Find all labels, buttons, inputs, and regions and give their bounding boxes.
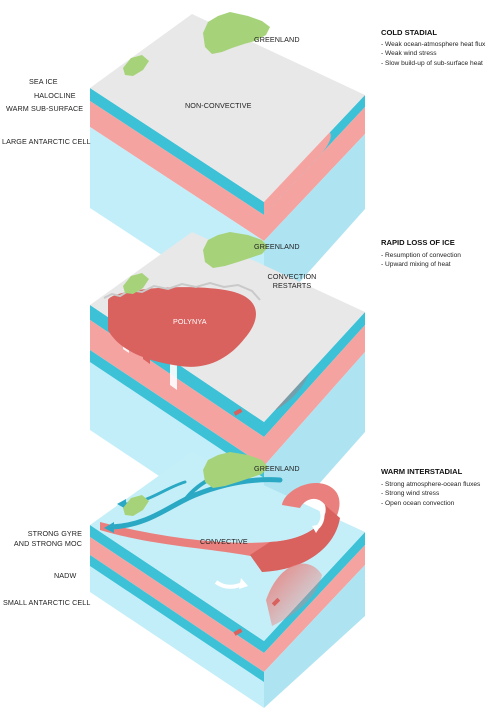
small-arrow [271,597,281,607]
bullet-item: Strong atmosphere-ocean fluxes [381,480,480,489]
label-restarts: RESTARTS [272,281,312,290]
bullet-item: Resumption of convection [381,251,461,260]
greenland-landmass [203,232,268,268]
label-nadw: NADW [54,571,77,580]
bullet-item: Weak wind stress [381,49,485,58]
label-strong-gyre: STRONG GYRE [27,529,82,538]
coast-landmass [123,273,149,294]
bullet-item: Strong wind stress [381,489,480,498]
label-halocline: HALOCLINE [34,91,76,100]
bullet-item: Upward mixing of heat [381,260,461,269]
bullet-item: Weak ocean-atmosphere heat flux [381,40,485,49]
panel-title-cold-stadial: COLD STADIAL [381,28,437,37]
label-warm-subsurface: WARM SUB-SURFACE [6,104,84,113]
ice-edge-jagged [103,281,261,301]
panel-title-rapid-loss: RAPID LOSS OF ICE [381,238,455,247]
label-polynya: POLYNYA [173,317,207,326]
label-sea-ice: SEA ICE [29,77,58,86]
coast-landmass [123,55,149,76]
label-strong-moc: AND STRONG MOC [13,539,82,548]
front-face [90,525,264,708]
bullet-item: Slow build-up of sub-surface heat [381,59,485,68]
gyre-arrow-right-head [312,524,322,533]
current-arrow-head [104,522,114,533]
right-face [264,95,365,322]
label-greenland: GREENLAND [254,464,300,473]
warm-gyre-current [100,482,340,557]
label-convection: CONVECTION [267,272,317,281]
small-arrow [233,628,243,636]
label-small-antarctic-cell: SMALL ANTARCTIC CELL [3,598,91,607]
bullets-warm-interstadial: Strong atmosphere-ocean fluxes Strong wi… [381,480,480,508]
right-face [264,532,365,708]
coast-landmass [123,495,149,516]
label-greenland: GREENLAND [254,35,300,44]
greenland-landmass [203,12,270,54]
panel-title-warm-interstadial: WARM INTERSTADIAL [381,467,463,476]
label-greenland: GREENLAND [254,242,300,251]
gyre-arrow-bottom-head [239,578,248,589]
label-large-antarctic-cell: LARGE ANTARCTIC CELL [2,137,91,146]
warm-gyre-fill [250,505,340,572]
convection-plume [266,563,322,626]
panel-cold-stadial [90,12,365,322]
bullet-item: Open ocean convection [381,499,480,508]
sea-ice-surface [90,14,365,202]
label-convective: CONVECTIVE [200,537,248,546]
label-non-convective: NON-CONVECTIVE [185,101,252,110]
panel-warm-interstadial [90,452,365,708]
cold-current [109,477,283,530]
greenland-landmass [203,452,268,488]
polynya-area [108,287,256,367]
current-arrow-head [117,499,126,509]
bullets-rapid-loss: Resumption of convection Upward mixing o… [381,251,461,270]
bullets-cold-stadial: Weak ocean-atmosphere heat flux Weak win… [381,40,485,68]
